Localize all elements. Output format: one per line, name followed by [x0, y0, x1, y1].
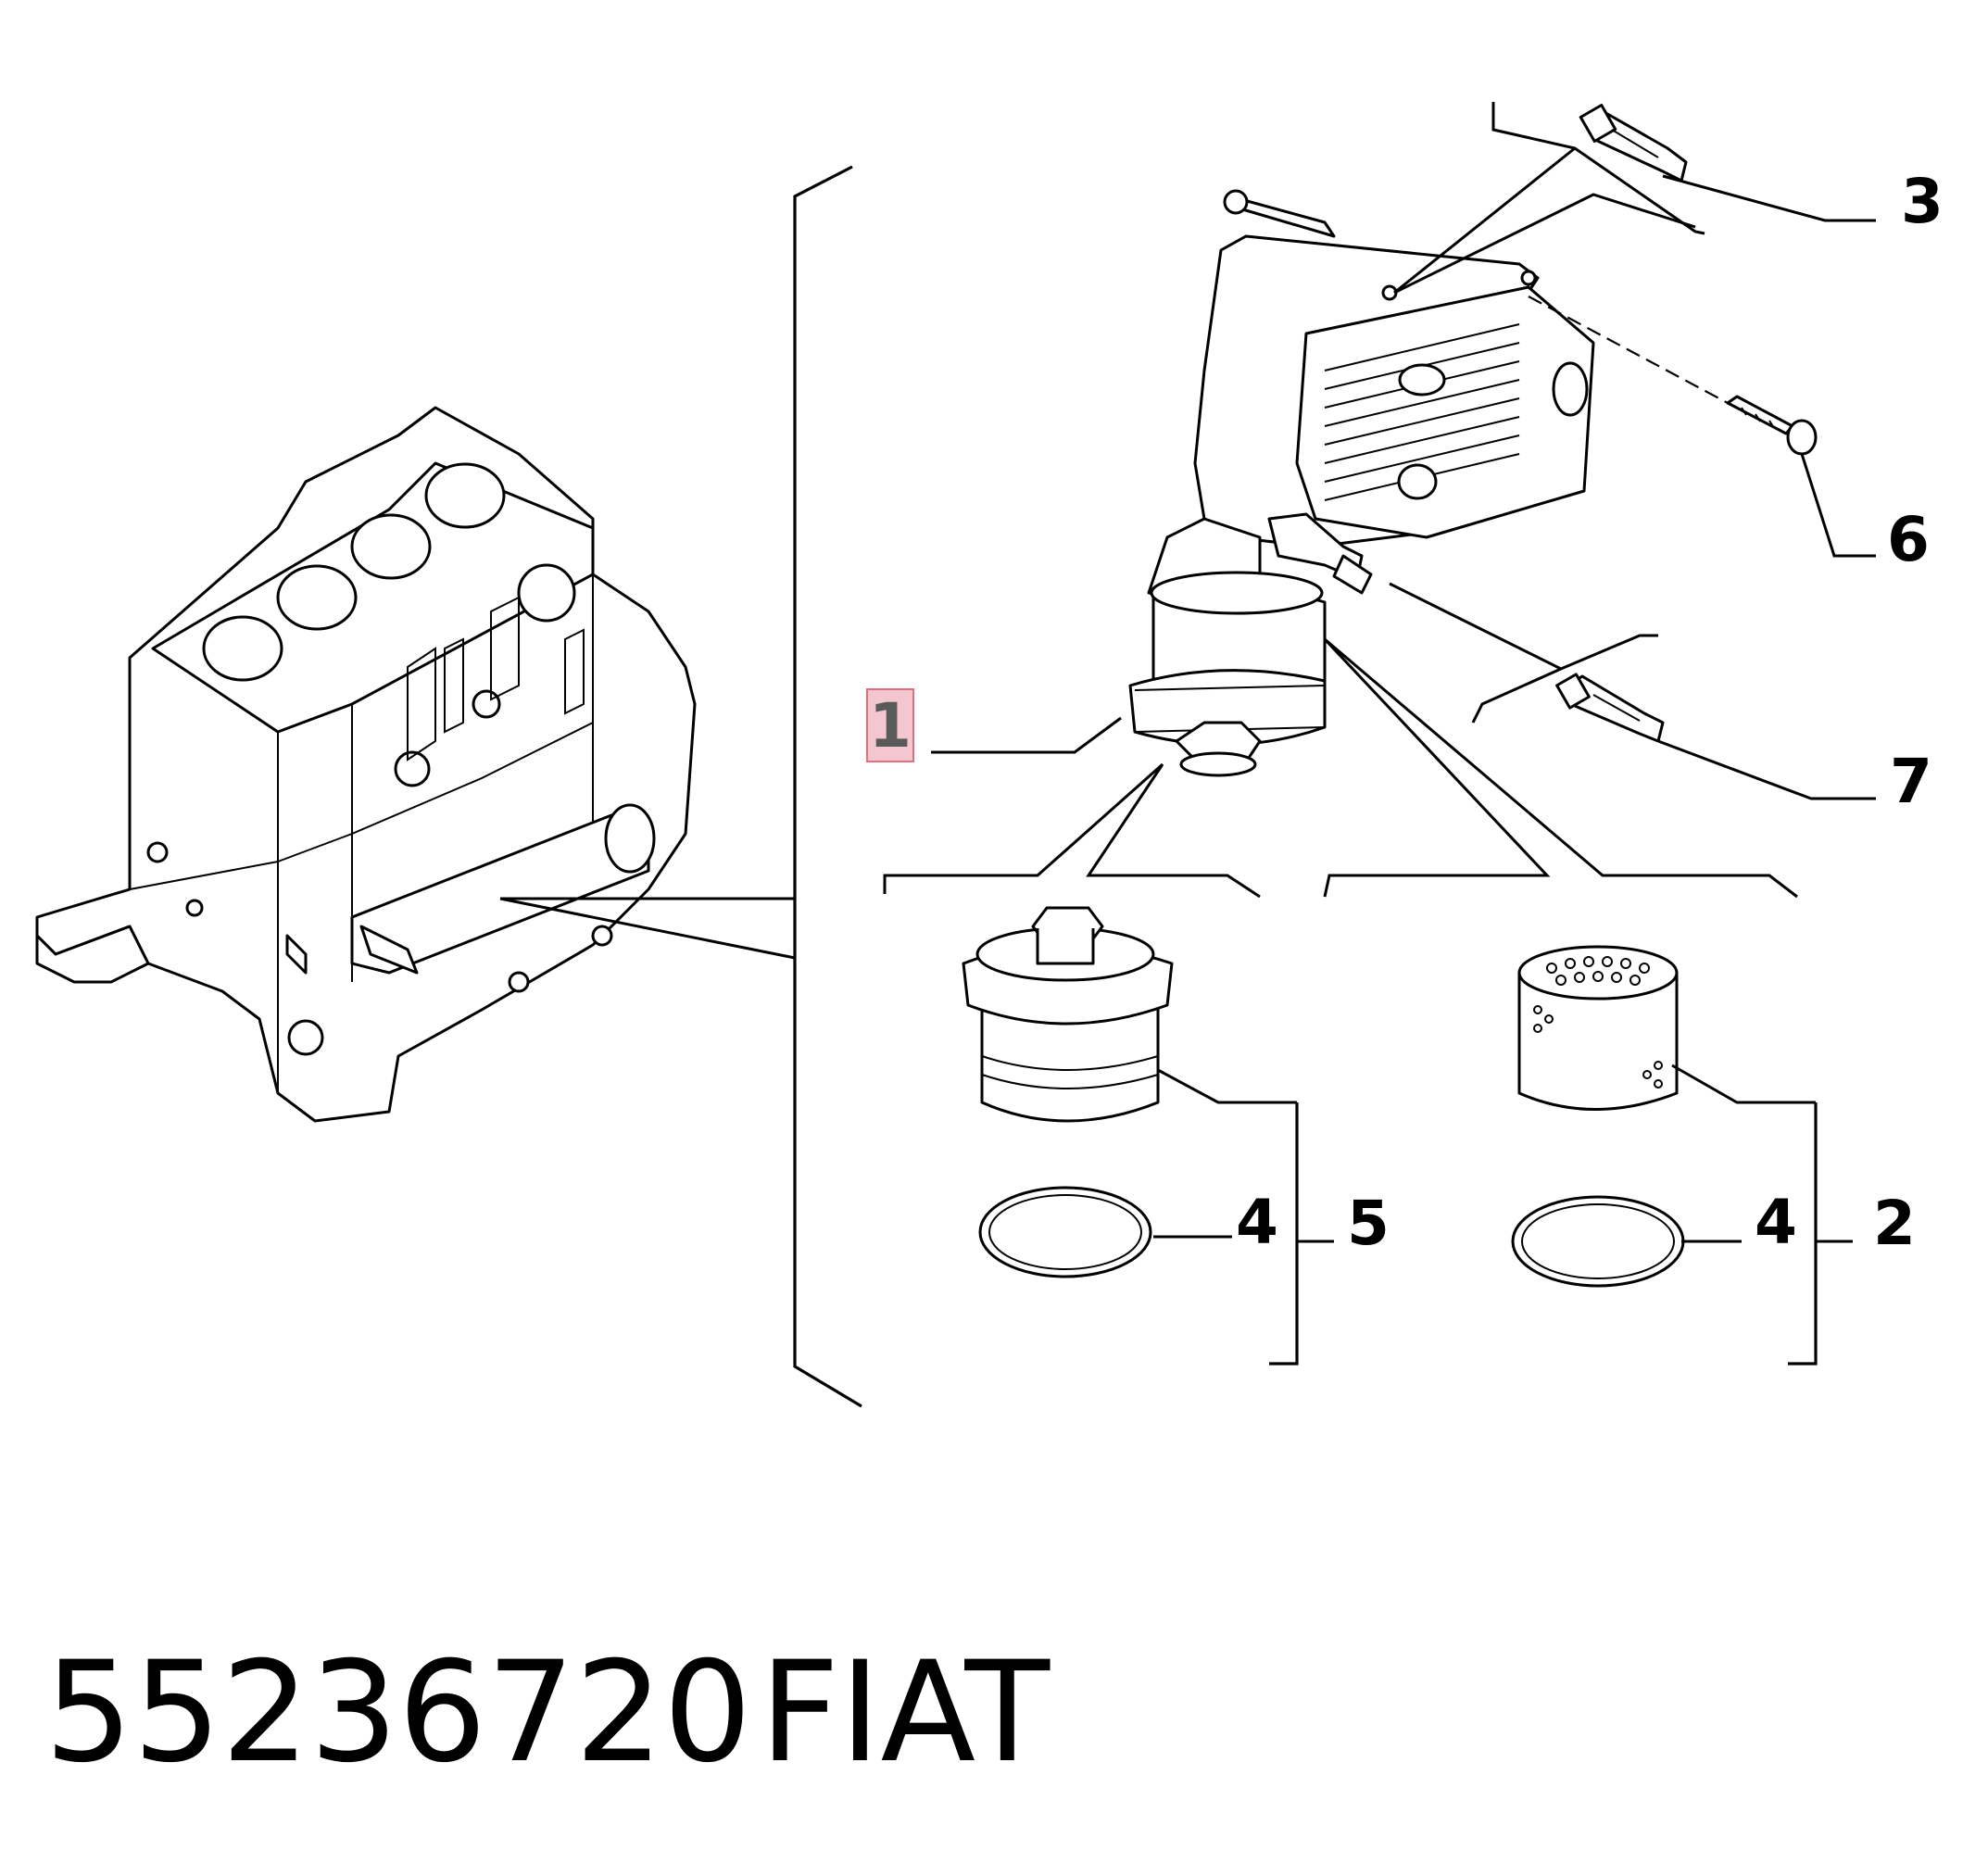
callout-leader-lines	[883, 102, 1876, 1366]
pressure-sensor-7-illustration	[1555, 673, 1665, 743]
bolt-insertion-line	[1528, 296, 1729, 404]
callout-4-right[interactable]: 4	[1755, 1187, 1797, 1258]
engine-to-group-leader	[499, 897, 796, 960]
filter-cap-illustration	[962, 906, 1174, 1123]
callout-6[interactable]: 6	[1887, 504, 1930, 575]
part-number: 55236720	[44, 1632, 751, 1794]
o-ring-right-illustration	[1511, 1195, 1685, 1288]
brand-name: FIAT	[760, 1632, 1051, 1794]
callout-1[interactable]: 1	[869, 690, 912, 762]
callout-7[interactable]: 7	[1890, 746, 1932, 817]
callout-3[interactable]: 3	[1901, 166, 1944, 237]
assembly-group-bracket	[793, 165, 862, 1408]
callout-4-left[interactable]: 4	[1236, 1187, 1278, 1258]
bolt-6-illustration	[1726, 395, 1818, 456]
pressure-sensor-3-illustration	[1579, 104, 1688, 183]
callout-5[interactable]: 5	[1347, 1188, 1390, 1259]
filter-element-illustration	[1517, 945, 1679, 1111]
o-ring-left-illustration	[978, 1186, 1152, 1278]
oil-filter-housing-illustration	[1128, 189, 1595, 777]
callout-2[interactable]: 2	[1873, 1188, 1916, 1259]
engine-block-illustration	[35, 406, 697, 1123]
callout-1-highlight	[866, 688, 914, 762]
